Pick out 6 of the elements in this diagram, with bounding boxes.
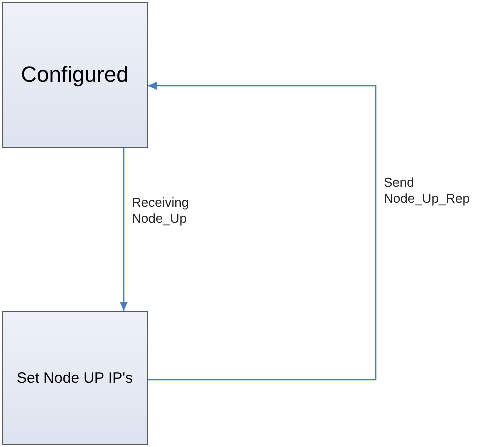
arrow xyxy=(120,148,128,311)
state-box xyxy=(2,311,148,445)
arrow xyxy=(148,82,377,381)
state-box xyxy=(2,2,148,148)
state-label: Set Node UP IP's xyxy=(17,370,133,386)
state-label: Configured xyxy=(21,62,129,88)
